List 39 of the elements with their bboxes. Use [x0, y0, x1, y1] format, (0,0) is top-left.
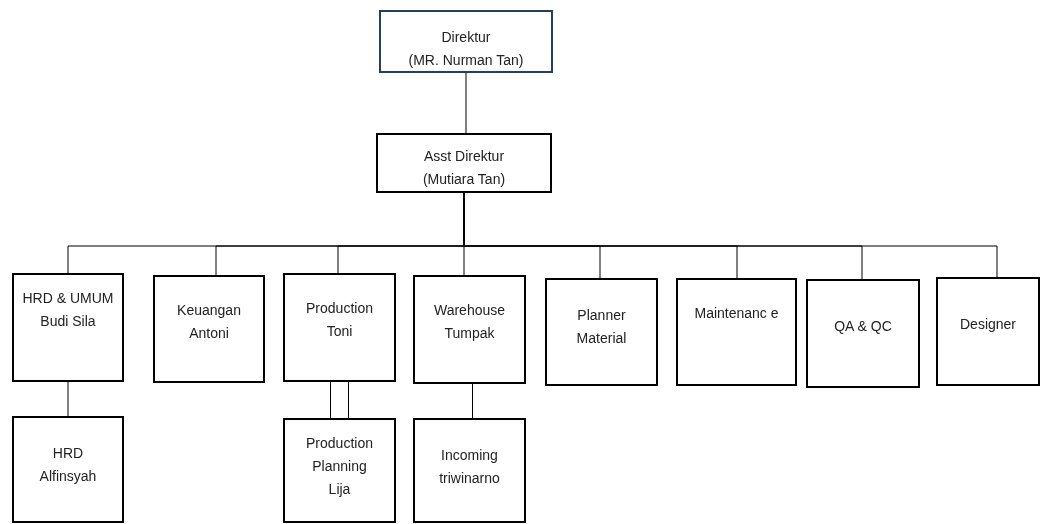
person-name: Toni	[326, 322, 353, 341]
org-box	[545, 278, 658, 386]
person-name: (Mutiara Tan)	[422, 170, 506, 189]
org-box	[12, 273, 124, 382]
role-title: Planner Material	[575, 306, 628, 348]
person-name: Budi Sila	[40, 312, 96, 331]
role-title: HRD & UMUM	[22, 289, 114, 308]
role-title: Incoming	[441, 446, 498, 465]
org-box	[153, 275, 265, 383]
selected-org-box	[379, 10, 553, 73]
role-title: Keuangan	[177, 301, 241, 320]
org-box	[12, 416, 124, 523]
org-box	[283, 273, 396, 382]
org-box	[806, 279, 920, 388]
person-name: (MR. Nurman Tan)	[408, 51, 524, 70]
person-name: Alfinsyah	[39, 467, 97, 486]
org-box	[413, 418, 526, 523]
role-title: Production Planning	[305, 434, 374, 476]
person-name: Antoni	[189, 324, 229, 343]
connector-line	[465, 72, 467, 134]
role-title: Maintenanc e	[694, 304, 779, 323]
connector-line	[472, 383, 473, 419]
org-box	[936, 277, 1040, 386]
org-box	[283, 418, 396, 523]
org-box	[676, 278, 797, 386]
role-title: Warehouse	[433, 301, 506, 320]
role-title: Direktur	[441, 28, 491, 47]
connector-line	[67, 381, 69, 417]
role-title: Production	[306, 299, 373, 318]
connector-line	[330, 381, 349, 419]
org-box	[413, 275, 526, 384]
role-title: Asst Direktur	[423, 147, 505, 166]
role-title: QA & QC	[834, 317, 892, 336]
person-name: triwinarno	[439, 469, 500, 488]
role-title: HRD	[52, 444, 84, 463]
person-name: Tumpak	[444, 324, 495, 343]
org-box	[376, 133, 552, 193]
role-title: Designer	[960, 315, 1016, 334]
person-name: Lija	[328, 480, 351, 499]
